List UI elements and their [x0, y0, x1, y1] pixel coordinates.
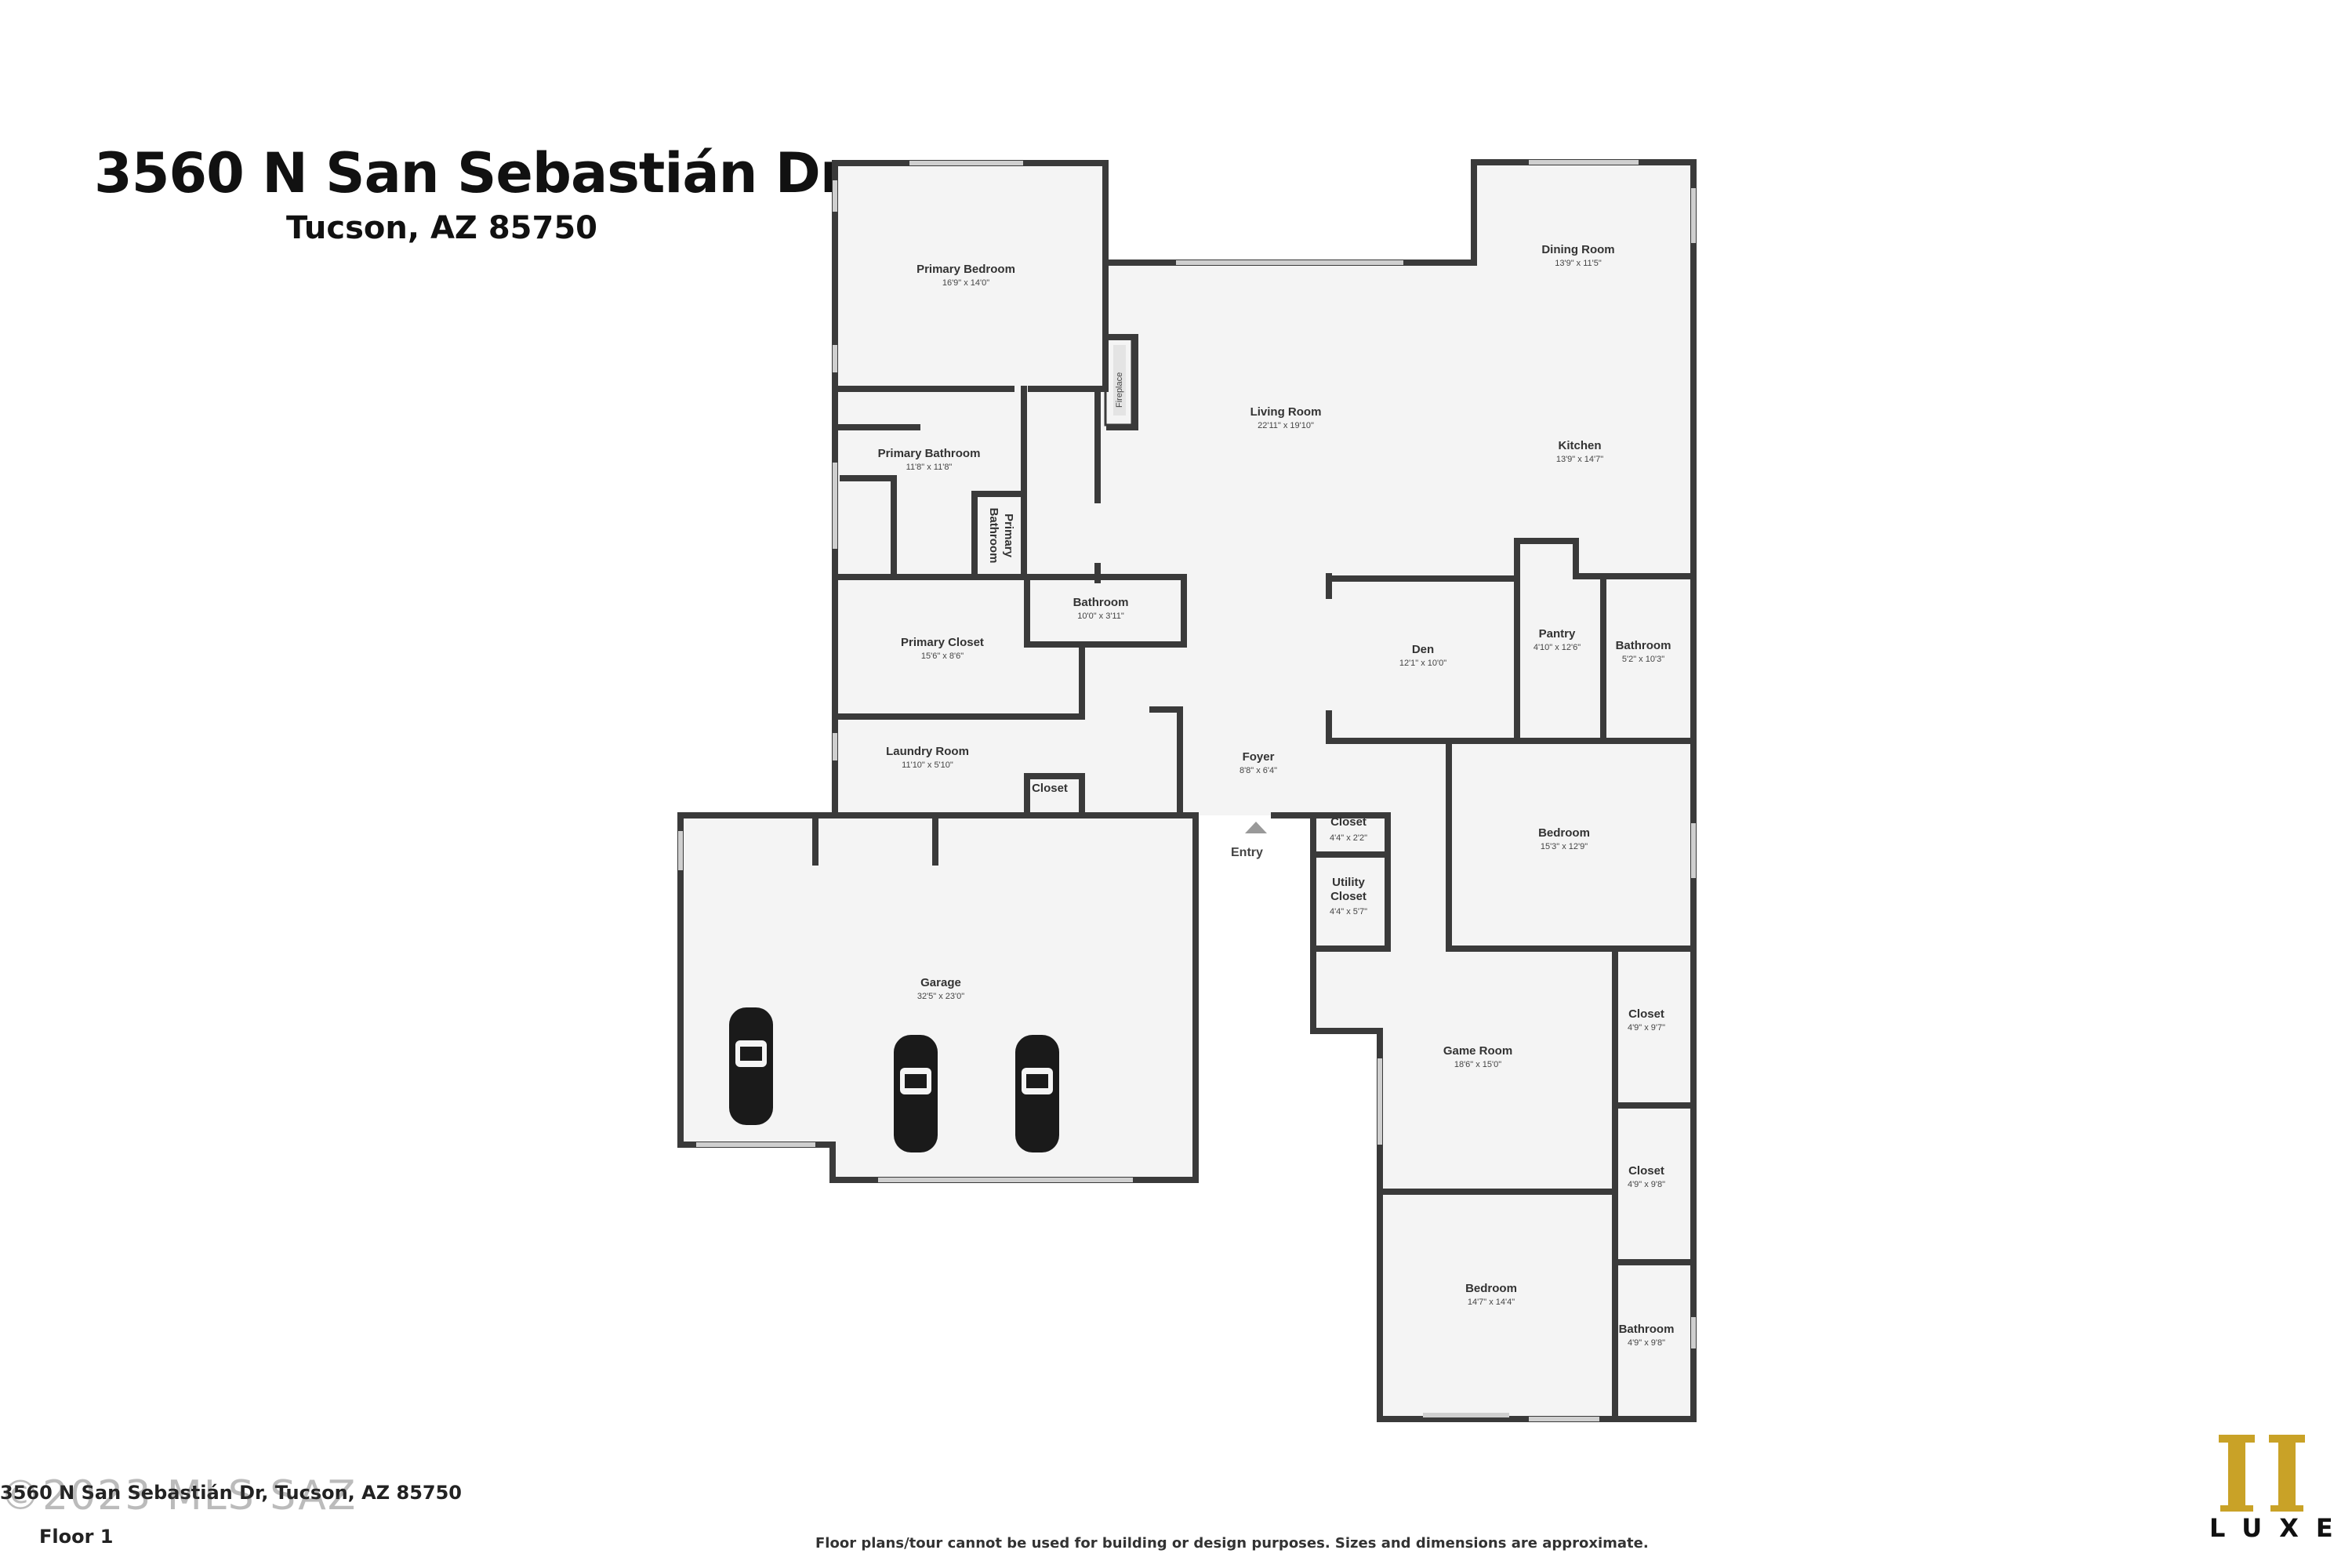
room-name-closet-game-1: Closet [1628, 1007, 1664, 1021]
room-name-pantry: Pantry [1539, 627, 1576, 641]
room-name-kitchen: Kitchen [1558, 439, 1601, 452]
room-name-bathroom-south: Bathroom [1619, 1323, 1675, 1336]
room-dim-closet-game-2: 4'9" x 9'8" [1628, 1180, 1665, 1189]
room-dim-utility-closet: 4'4" x 5'7" [1330, 907, 1367, 916]
property-city-subtitle: Tucson, AZ 85750 [286, 210, 598, 246]
room-name-dining-room: Dining Room [1541, 243, 1614, 256]
copyright-watermark: ©2023 MLS SAZ [0, 1472, 358, 1519]
room-dim-kitchen: 13'9" x 14'7" [1556, 455, 1603, 464]
floor-fills [681, 162, 1693, 1419]
room-dim-living-room: 22'11" x 19'10" [1258, 421, 1314, 430]
room-name-bedroom-2: Bedroom [1538, 826, 1590, 840]
room-name-closet-game-2: Closet [1628, 1164, 1664, 1178]
room-dim-den: 12'1" x 10'0" [1399, 659, 1446, 668]
luxe-logo-text: LUXE [2209, 1513, 2350, 1543]
windows [678, 160, 1696, 1421]
room-dim-primary-bathroom: 11'8" x 11'8" [906, 463, 953, 472]
room-dim-closet-game-1: 4'9" x 9'7" [1628, 1023, 1665, 1033]
floor-label: Floor 1 [39, 1526, 114, 1548]
room-name-garage: Garage [920, 976, 961, 989]
room-name-primary-bathroom-small-2: Bathroom [987, 508, 1000, 564]
room-dim-bathroom-south: 4'9" x 9'8" [1628, 1338, 1665, 1348]
entry-arrow-icon [1245, 822, 1267, 833]
room-dim-pantry: 4'10" x 12'6" [1534, 643, 1581, 652]
room-dim-primary-closet: 15'6" x 8'6" [921, 652, 964, 661]
room-name-primary-bedroom: Primary Bedroom [916, 263, 1015, 276]
room-dim-primary-bedroom: 16'9" x 14'0" [942, 278, 989, 288]
room-dim-bathroom-hall: 10'0" x 3'11" [1077, 612, 1124, 621]
room-name-laundry-room: Laundry Room [886, 745, 969, 758]
room-name-closet-laundry: Closet [1032, 782, 1068, 795]
luxe-logo-icon [2219, 1435, 2305, 1512]
car-icon [1015, 1035, 1059, 1152]
room-name-closet-entry: Closet [1330, 815, 1367, 829]
entry-marker: Entry [1231, 822, 1267, 859]
entry-label: Entry [1231, 846, 1263, 859]
property-address-title: 3560 N San Sebastián Dr [94, 141, 847, 205]
room-name-primary-bathroom: Primary Bathroom [878, 447, 981, 460]
room-dim-bedroom-3: 14'7" x 14'4" [1468, 1298, 1515, 1307]
room-name-primary-closet: Primary Closet [901, 636, 984, 649]
room-dim-closet-entry: 4'4" x 2'2" [1330, 833, 1367, 843]
fireplace: Fireplace [1104, 334, 1134, 426]
room-name-game-room: Game Room [1443, 1044, 1512, 1058]
room-name-utility-closet-1: Utility [1332, 876, 1365, 889]
fireplace-label: Fireplace [1115, 372, 1124, 408]
room-dim-bathroom-east: 5'2" x 10'3" [1622, 655, 1664, 664]
room-dim-bedroom-2: 15'3" x 12'9" [1541, 842, 1588, 851]
disclaimer-text: Floor plans/tour cannot be used for buil… [815, 1535, 1649, 1552]
room-dim-laundry-room: 11'10" x 5'10" [902, 760, 953, 770]
room-name-bedroom-3: Bedroom [1465, 1282, 1517, 1295]
garage-cars [729, 1007, 1059, 1152]
room-dim-garage: 32'5" x 23'0" [917, 992, 964, 1001]
room-name-utility-closet-2: Closet [1330, 890, 1367, 903]
car-icon [729, 1007, 773, 1125]
room-name-foyer: Foyer [1243, 750, 1275, 764]
room-name-bathroom-east: Bathroom [1616, 639, 1671, 652]
room-name-primary-bathroom-small-1: Primary [1002, 514, 1015, 558]
room-labels: Primary Bedroom 16'9" x 14'0" Dining Roo… [878, 243, 1675, 1348]
room-name-den: Den [1412, 643, 1434, 656]
car-icon [894, 1035, 938, 1152]
room-name-bathroom-hall: Bathroom [1073, 596, 1129, 609]
room-name-living-room: Living Room [1250, 405, 1322, 419]
footer-address: 3560 N San Sebastián Dr, Tucson, AZ 8575… [0, 1482, 462, 1504]
room-dim-foyer: 8'8" x 6'4" [1240, 766, 1277, 775]
room-dim-game-room: 18'6" x 15'0" [1454, 1060, 1501, 1069]
room-dim-dining-room: 13'9" x 11'5" [1555, 259, 1602, 268]
